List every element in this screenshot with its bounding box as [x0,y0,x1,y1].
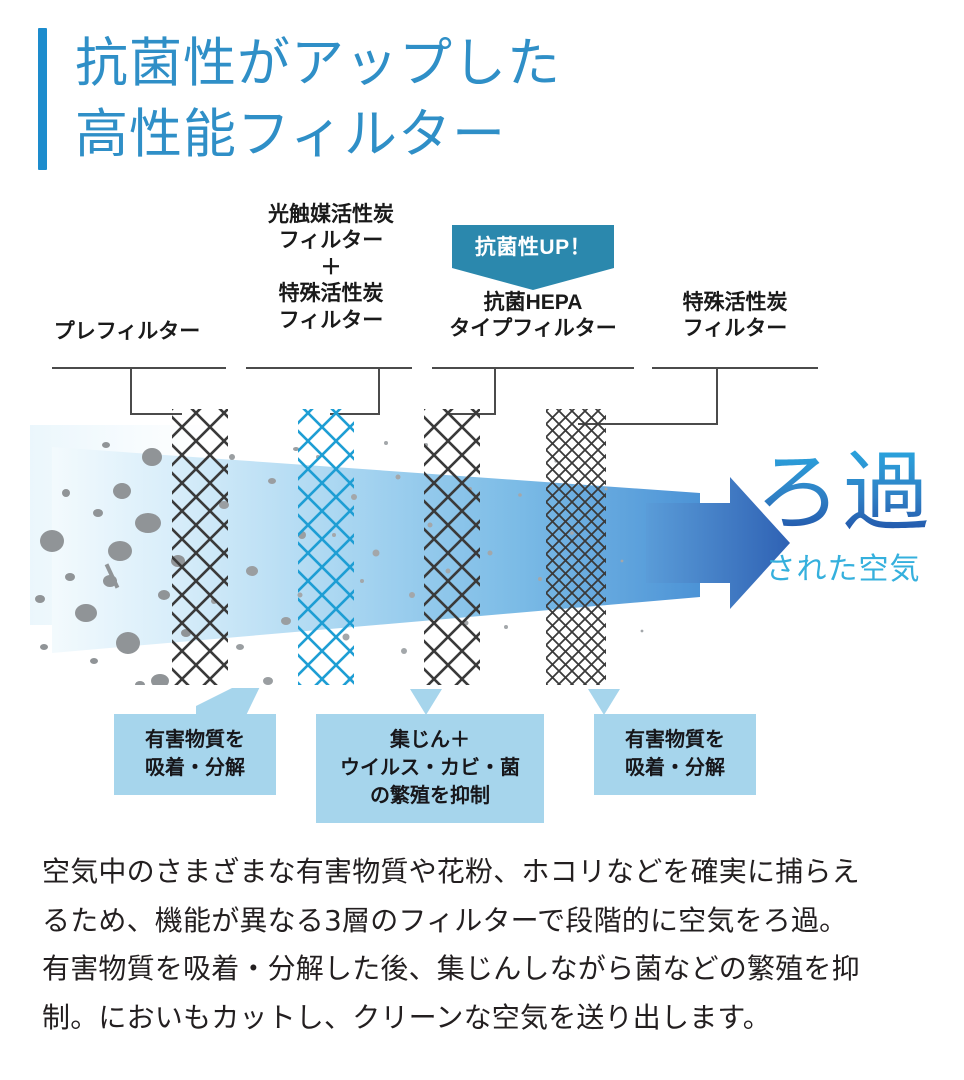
airflow-scene [0,385,964,689]
callout-left: 有害物質を 吸着・分解 [114,714,276,795]
airflow-svg [30,409,790,689]
callout-right-pointer [588,689,620,715]
title-line-1: 抗菌性がアップした [75,33,561,94]
callout-right: 有害物質を 吸着・分解 [594,714,756,795]
label-underline-1 [52,367,226,369]
paragraph-line-2: るため、機能が異なる3層のフィルターで段階的に空気をろ過。 [42,903,848,937]
filtered-air-subtext: された空気 [765,552,921,587]
filter-label-antibacterial-hepa: 抗菌HEPA タイプフィルター [449,291,617,341]
leader-drop-1 [130,367,132,415]
filter-mesh-antibacterial-hepa [424,409,480,687]
title-line-2: 高性能フィルター [75,104,506,166]
title-text: 抗菌性がアップした 高性能フィルター [75,28,561,170]
badge-pointer [452,268,614,290]
filtered-air-heading: ろ過 [728,450,958,536]
particle-cloud-coarse [35,442,191,689]
label-underline-4 [652,367,818,369]
leader-arm-1 [130,413,182,415]
label-underline-2 [246,367,412,369]
leader-drop-4 [716,367,718,425]
filter-mesh-photocatalyst [298,409,354,687]
antibacterial-up-badge: 抗菌性UP！ [452,225,614,290]
filter-mesh-pre-filter [172,409,228,687]
leader-arm-2 [330,413,380,415]
paragraph-line-1: 空気中のさまざまな有害物質や花粉、ホコリなどを確実に捕らえ [42,855,860,888]
page-title: 抗菌性がアップした 高性能フィルター [38,28,561,170]
callout-middle-pointer [410,689,442,715]
filter-label-pre-filter: プレフィルター [53,320,201,343]
description-paragraph: 空気中のさまざまな有害物質や花粉、ホコリなどを確実に捕らえ るため、機能が異なる… [42,848,930,1043]
title-accent-bar [38,28,47,170]
filter-diagram: プレフィルター 光触媒活性炭 フィルター ＋ 特殊活性炭 フィルター 抗菌HEP… [0,195,964,835]
callout-group: 有害物質を 吸着・分解 集じん＋ ウイルス・カビ・菌 の繁殖を抑制 有害物質を … [0,688,964,823]
airflow-arrow [646,477,790,609]
filtered-air-text: ろ過 された空気 [728,450,958,588]
filter-label-special-carbon: 特殊活性炭 フィルター [682,291,788,341]
paragraph-line-3: 有害物質を吸着・分解した後、集じんしながら菌などの繁殖を抑 [42,952,860,986]
badge-label: 抗菌性UP！ [452,225,614,268]
label-underline-3 [432,367,634,369]
leader-drop-2 [378,367,380,415]
filter-label-photocatalyst: 光触媒活性炭 フィルター ＋ 特殊活性炭 フィルター [268,203,394,332]
paragraph-line-4: 制。においもカットし、クリーンな空気を送り出します。 [42,1001,772,1035]
callout-middle: 集じん＋ ウイルス・カビ・菌 の繁殖を抑制 [316,714,544,823]
leader-arm-4 [578,423,718,425]
leader-drop-3 [494,367,496,415]
filter-mesh-special-carbon [546,409,606,687]
